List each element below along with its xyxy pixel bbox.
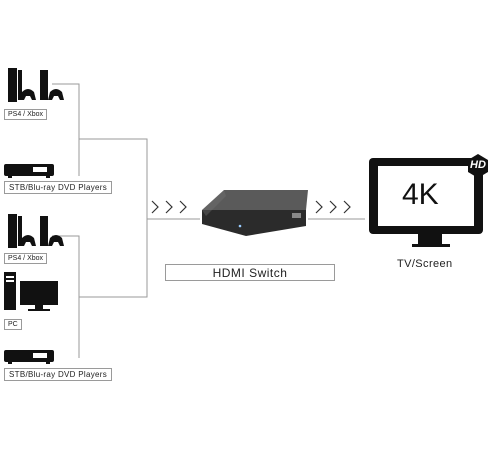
game-console-icon: [8, 68, 64, 102]
dvd-player-icon: [4, 350, 54, 364]
arrows-left: [151, 200, 187, 214]
dvd-player-icon: [4, 164, 54, 178]
device-label-ps4-xbox: PS4 / Xbox: [4, 109, 48, 120]
switch-label: HDMI Switch: [165, 264, 335, 281]
line-device-3: [52, 235, 80, 297]
tv-screen-text: 4K: [402, 178, 439, 211]
hdmi-switch-device: [202, 190, 308, 236]
tv-label: TV/Screen: [397, 258, 453, 270]
device-label-stb: STB/Blu-ray DVD Players: [4, 368, 113, 381]
hd-badge: HD: [470, 159, 486, 171]
connector-lines: [52, 83, 365, 358]
device-label-stb: STB/Blu-ray DVD Players: [4, 181, 113, 194]
pc-icon: [4, 272, 58, 311]
line-device-1: [52, 83, 148, 298]
device-label-ps4-xbox: PS4 / Xbox: [4, 253, 48, 264]
tv-icon: [369, 154, 488, 247]
game-console-icon: [8, 214, 64, 248]
device-label-pc: PC: [4, 319, 22, 330]
arrows-right: [315, 200, 351, 214]
